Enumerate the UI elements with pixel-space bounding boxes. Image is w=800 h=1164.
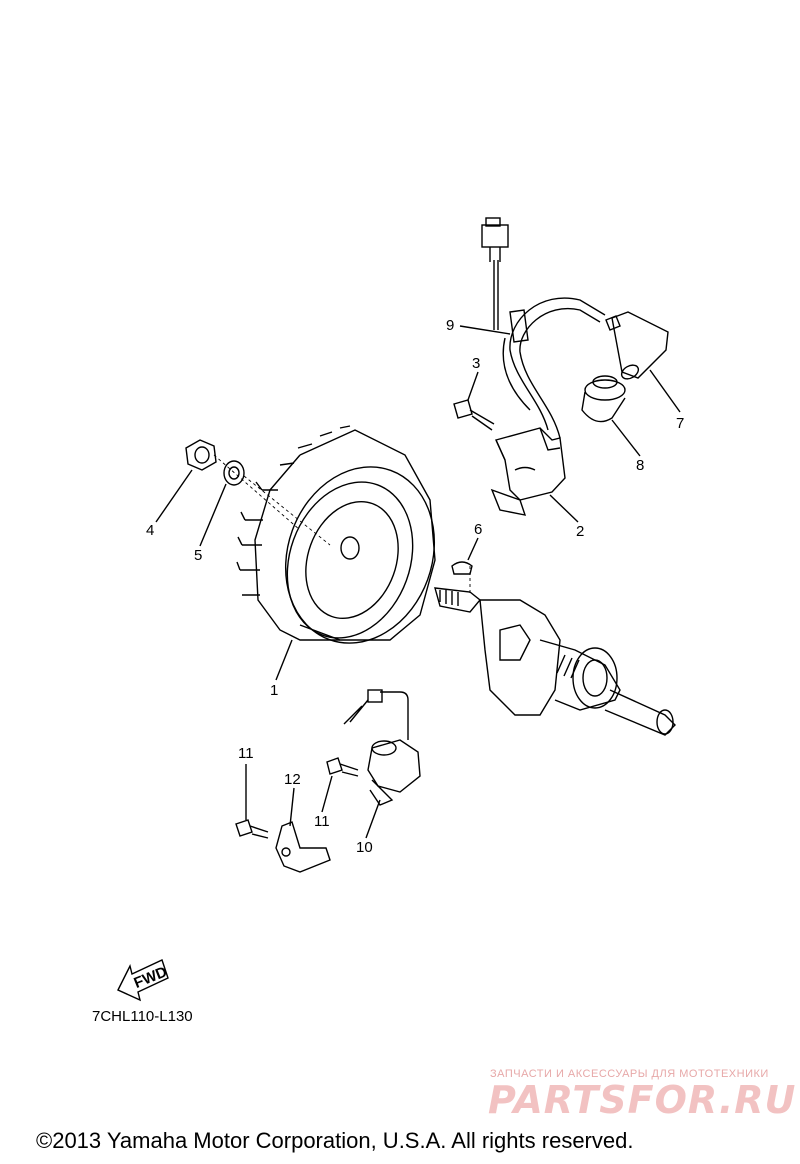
flywheel (236, 425, 436, 644)
grommet (581, 375, 626, 423)
flywheel-washer (223, 460, 245, 486)
leader-1 (275, 639, 293, 681)
assembly-line (213, 268, 495, 596)
watermark-subtitle: ЗАПЧАСТИ И АКСЕССУАРЫ ДЛЯ МОТОТЕХНИКИ (490, 1068, 769, 1080)
callout-5: 5 (194, 547, 202, 564)
ignition-coil (490, 427, 566, 516)
leader-12 (289, 787, 295, 827)
coil-bolt (453, 399, 495, 431)
leader-7 (649, 369, 681, 413)
leader-9 (459, 325, 511, 335)
spark-plug-cap (605, 311, 669, 380)
pulser-bolt (326, 757, 359, 777)
leader-4 (155, 469, 193, 523)
leader-6 (467, 537, 479, 561)
pulser-coil (343, 689, 421, 806)
callout-3: 3 (472, 355, 480, 372)
callout-2: 2 (576, 523, 584, 540)
callout-10: 10 (356, 839, 373, 856)
fwd-label: FWD (132, 963, 170, 992)
ignition-lead (493, 260, 606, 439)
leader-5 (199, 483, 227, 547)
callout-11-pulser-bolt: 11 (314, 813, 330, 830)
leader-10 (365, 799, 381, 839)
callout-8: 8 (636, 457, 644, 474)
callout-11-bracket-bolt: 11 (238, 745, 254, 762)
pulser-bracket (275, 821, 331, 873)
bracket-bolt (235, 819, 269, 839)
callout-4: 4 (146, 522, 154, 539)
leader-8 (611, 419, 641, 457)
woodruff-key (451, 561, 473, 575)
callout-9: 9 (446, 317, 454, 334)
callout-6: 6 (474, 521, 482, 538)
copyright-notice: ©2013 Yamaha Motor Corporation, U.S.A. A… (36, 1128, 634, 1153)
forward-arrow-icon (117, 959, 169, 1002)
leader-2 (549, 494, 579, 523)
flywheel-nut (185, 439, 217, 471)
crankshaft (434, 587, 676, 736)
diagram-code: 7CHL110-L130 (92, 1008, 193, 1025)
callout-1: 1 (270, 682, 278, 699)
callout-7: 7 (676, 415, 684, 432)
coil-connector (481, 217, 509, 262)
leader-11b (321, 775, 333, 813)
callout-12: 12 (284, 771, 301, 788)
leader-3 (467, 371, 479, 401)
watermark-logo: PARTSFOR.RU (488, 1078, 797, 1122)
